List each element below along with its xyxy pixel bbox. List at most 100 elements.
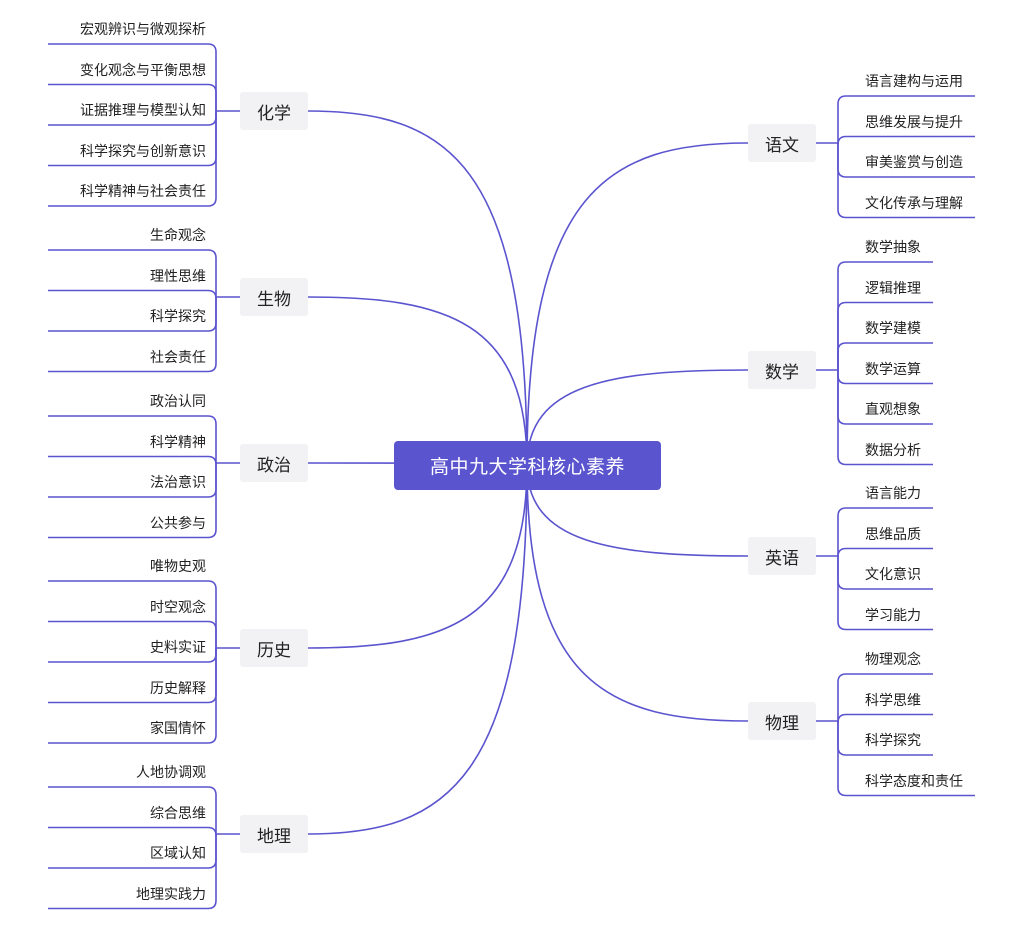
leaf-topic[interactable]: 家国情怀 bbox=[150, 721, 206, 737]
bracket-arm bbox=[207, 826, 217, 836]
leaf-topic[interactable]: 审美鉴赏与创造 bbox=[865, 155, 963, 171]
leaf-topic[interactable]: 数学建模 bbox=[865, 321, 921, 337]
leaf-topic[interactable]: 社会责任 bbox=[150, 349, 206, 366]
bracket-arm bbox=[207, 289, 217, 299]
bracket-arm bbox=[207, 463, 217, 539]
bracket-arm bbox=[207, 83, 217, 111]
leaf-topic[interactable]: 思维发展与提升 bbox=[865, 114, 963, 131]
leaf-topic[interactable]: 政治认同 bbox=[150, 394, 206, 410]
leaf-topic[interactable]: 地理实践力 bbox=[136, 886, 206, 903]
leaf-topic[interactable]: 时空观念 bbox=[150, 599, 206, 616]
leaf-topic[interactable]: 法治意识 bbox=[150, 475, 206, 491]
leaf-topic[interactable]: 科学思维 bbox=[865, 692, 921, 709]
leaf-topic[interactable]: 科学精神与社会责任 bbox=[80, 184, 206, 200]
subject-node-right-2[interactable]: 英语 bbox=[748, 537, 816, 575]
leaf-topic[interactable]: 学习能力 bbox=[865, 607, 921, 624]
bracket-arm bbox=[837, 143, 847, 178]
leaf-topic[interactable]: 科学精神 bbox=[150, 434, 206, 451]
branch-link-3 bbox=[307, 464, 528, 649]
bracket-arm bbox=[837, 261, 847, 370]
bracket-arm bbox=[207, 786, 217, 834]
bracket-arm bbox=[837, 95, 847, 143]
bracket-arm bbox=[207, 297, 217, 332]
leaf-topic[interactable]: 文化传承与理解 bbox=[865, 195, 963, 212]
leaf-topic[interactable]: 科学态度和责任 bbox=[865, 773, 963, 790]
leaf-topic[interactable]: 直观想象 bbox=[865, 402, 921, 418]
leaf-topic[interactable]: 公共参与 bbox=[150, 515, 206, 532]
bracket-arm bbox=[207, 111, 217, 126]
bracket-arm bbox=[837, 135, 847, 145]
branch-link-2 bbox=[526, 464, 749, 557]
bracket-arm bbox=[207, 43, 217, 111]
subject-node-left-4[interactable]: 地理 bbox=[240, 815, 308, 853]
branch-link-0 bbox=[526, 142, 749, 466]
subject-node-right-1[interactable]: 数学 bbox=[748, 351, 816, 389]
leaf-topic[interactable]: 语言建构与运用 bbox=[865, 74, 963, 90]
leaf-topic[interactable]: 数学抽象 bbox=[865, 240, 921, 256]
leaf-topic[interactable]: 唯物史观 bbox=[150, 559, 206, 575]
bracket-arm bbox=[837, 556, 847, 590]
bracket-arm bbox=[837, 370, 847, 385]
bracket-arm bbox=[207, 648, 217, 744]
leaf-topic[interactable]: 综合思维 bbox=[150, 805, 206, 822]
leaf-topic[interactable]: 生命观念 bbox=[150, 228, 206, 244]
leaf-topic[interactable]: 科学探究 bbox=[865, 733, 921, 749]
subject-node-left-3[interactable]: 历史 bbox=[240, 629, 308, 667]
branch-link-1 bbox=[307, 296, 528, 466]
bracket-arm bbox=[837, 556, 847, 631]
branch-link-3 bbox=[526, 464, 749, 722]
bracket-arm bbox=[207, 111, 217, 167]
bracket-arm bbox=[207, 834, 217, 869]
bracket-arm bbox=[207, 648, 217, 663]
bracket-arm bbox=[837, 143, 847, 219]
subject-node-left-1[interactable]: 生物 bbox=[240, 278, 308, 316]
branch-link-1 bbox=[526, 369, 749, 466]
bracket-arm bbox=[207, 249, 217, 297]
leaf-topic[interactable]: 科学探究 bbox=[150, 309, 206, 325]
subject-node-left-0[interactable]: 化学 bbox=[240, 92, 308, 130]
leaf-topic[interactable]: 历史解释 bbox=[150, 680, 206, 697]
leaf-topic[interactable]: 数据分析 bbox=[865, 442, 921, 459]
bracket-arm bbox=[837, 547, 847, 557]
bracket-arm bbox=[207, 834, 217, 910]
leaf-topic[interactable]: 区域认知 bbox=[150, 846, 206, 862]
bracket-arm bbox=[837, 370, 847, 425]
central-topic[interactable]: 高中九大学科核心素养 bbox=[394, 441, 661, 490]
bracket-arm bbox=[837, 507, 847, 556]
bracket-arm bbox=[207, 620, 217, 648]
leaf-topic[interactable]: 思维品质 bbox=[865, 526, 921, 543]
leaf-topic[interactable]: 证据推理与模型认知 bbox=[80, 103, 206, 119]
leaf-topic[interactable]: 变化观念与平衡思想 bbox=[80, 62, 206, 79]
bracket-arm bbox=[207, 297, 217, 373]
branch-link-0 bbox=[307, 110, 528, 466]
bracket-arm bbox=[207, 648, 217, 704]
bracket-arm bbox=[837, 721, 847, 756]
leaf-topic[interactable]: 语言能力 bbox=[865, 486, 921, 502]
bracket-arm bbox=[837, 713, 847, 723]
bracket-arm bbox=[837, 370, 847, 466]
leaf-topic[interactable]: 科学探究与创新意识 bbox=[80, 143, 206, 160]
leaf-topic[interactable]: 逻辑推理 bbox=[865, 280, 921, 297]
bracket-arm bbox=[837, 721, 847, 797]
leaf-topic[interactable]: 史料实证 bbox=[150, 640, 206, 656]
bracket-arm bbox=[207, 463, 217, 498]
leaf-topic[interactable]: 文化意识 bbox=[865, 567, 921, 583]
leaf-topic[interactable]: 理性思维 bbox=[150, 268, 206, 285]
bracket-arm bbox=[207, 111, 217, 207]
bracket-arm bbox=[207, 455, 217, 465]
leaf-topic[interactable]: 物理观念 bbox=[865, 652, 921, 668]
bracket-arm bbox=[837, 342, 847, 370]
bracket-arm bbox=[837, 673, 847, 721]
leaf-topic[interactable]: 宏观辨识与微观探析 bbox=[80, 22, 206, 38]
branch-link-4 bbox=[307, 464, 528, 835]
leaf-topic[interactable]: 人地协调观 bbox=[136, 765, 206, 781]
subject-node-left-2[interactable]: 政治 bbox=[240, 444, 308, 482]
subject-node-right-0[interactable]: 语文 bbox=[748, 124, 816, 162]
bracket-arm bbox=[837, 301, 847, 370]
leaf-topic[interactable]: 数学运算 bbox=[865, 361, 921, 378]
subject-node-right-3[interactable]: 物理 bbox=[748, 702, 816, 740]
bracket-arm bbox=[207, 580, 217, 648]
bracket-arm bbox=[207, 415, 217, 463]
